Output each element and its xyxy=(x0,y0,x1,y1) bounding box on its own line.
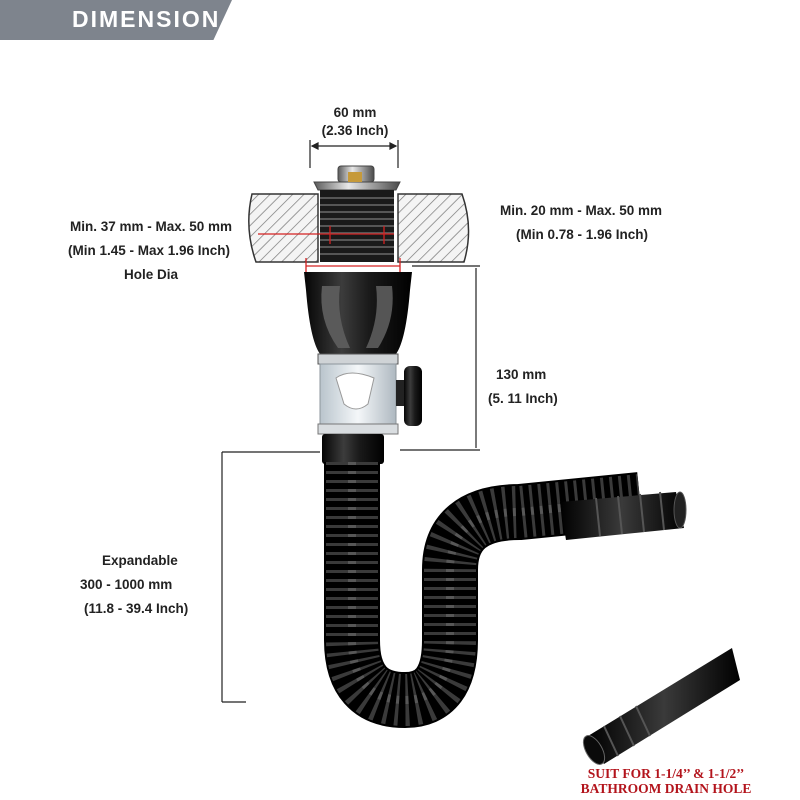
hose-mm-label: 300 - 1000 mm xyxy=(80,577,173,592)
compatibility-note-line1: SUIT FOR 1-1/4’’ & 1-1/2’’ xyxy=(587,766,745,781)
header-title: DIMENSION xyxy=(72,6,221,32)
compatibility-note: SUIT FOR 1-1/4’’ & 1-1/2’’ BATHROOM DRAI… xyxy=(556,766,776,796)
hose-inch-label: (11.8 - 39.4 Inch) xyxy=(84,601,189,616)
clear-strainer xyxy=(317,363,399,435)
popup-cap xyxy=(313,165,401,191)
hole-mm-label: Min. 37 mm - Max. 50 mm xyxy=(70,219,233,234)
compatibility-note-line2: BATHROOM DRAIN HOLE xyxy=(580,781,752,796)
expandable-dimension-line xyxy=(221,451,320,703)
tailpiece-detail xyxy=(582,648,740,765)
hole-inch-label: (Min 1.45 - Max 1.96 Inch) xyxy=(68,243,231,258)
expandable-hose xyxy=(324,462,687,729)
height-dimension-line xyxy=(400,265,480,451)
cleanout-knob xyxy=(396,366,422,426)
threaded-body xyxy=(320,190,394,262)
countertop-slab xyxy=(248,193,470,263)
thickness-inch-label: (Min 0.78 - 1.96 Inch) xyxy=(516,227,649,242)
height-inch-label: (5. 11 Inch) xyxy=(488,391,558,406)
thickness-mm-label: Min. 20 mm - Max. 50 mm xyxy=(500,203,663,218)
hose-label: Expandable xyxy=(102,553,178,568)
hose-coupling xyxy=(322,434,384,464)
width-dimension-line xyxy=(309,140,399,168)
height-mm-label: 130 mm xyxy=(496,367,547,382)
drain-housing xyxy=(304,272,412,365)
hole-dimension-line xyxy=(258,226,401,274)
width-inch-label: (2.36 Inch) xyxy=(321,123,389,138)
width-mm-label: 60 mm xyxy=(333,105,377,120)
hole-dia-label: Hole Dia xyxy=(124,267,179,282)
header-banner xyxy=(0,0,232,40)
